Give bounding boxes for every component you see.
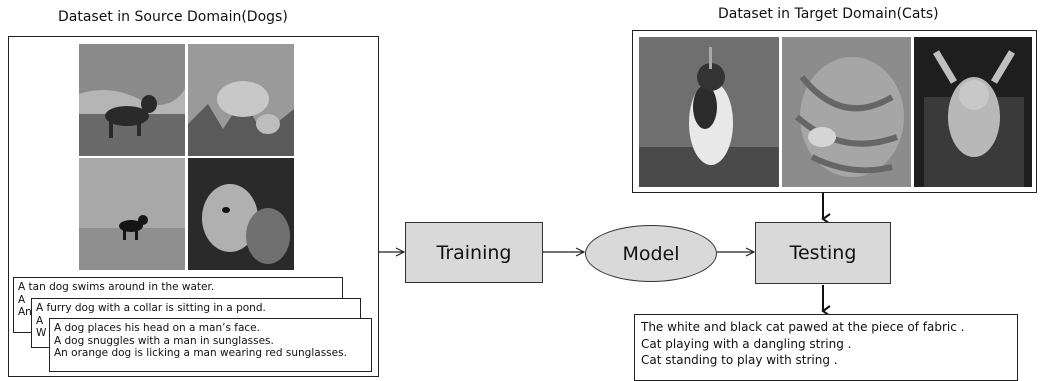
model-label: Model	[622, 242, 680, 265]
testing-label: Testing	[789, 242, 857, 264]
caption-line: A dog places his head on a man’s face.	[54, 322, 260, 334]
generated-caption-line: The white and black cat pawed at the pie…	[641, 320, 965, 334]
caption-line: An orange dog is licking a man wearing r…	[54, 347, 347, 359]
cat-photo-2	[782, 37, 911, 187]
dog-photo-4	[188, 158, 294, 270]
target-dataset-title: Dataset in Target Domain(Cats)	[718, 6, 939, 22]
dog-photo-3	[79, 158, 185, 270]
caption-line: A	[36, 314, 44, 327]
caption-line: An	[18, 306, 32, 318]
training-label: Training	[436, 241, 512, 264]
caption-line: A tan dog swims around in the water.	[18, 281, 215, 293]
caption-line: A furry dog with a collar is sitting in …	[36, 302, 266, 314]
source-dataset-panel: A tan dog swims around in the water. A A…	[8, 36, 379, 377]
generated-captions-box: The white and black cat pawed at the pie…	[634, 314, 1018, 381]
caption-line: W	[36, 327, 47, 339]
caption-box-3: A dog places his head on a man’s face. A…	[49, 318, 372, 372]
dog-photo-2	[188, 44, 294, 156]
generated-caption-line: Cat standing to play with string .	[641, 353, 838, 367]
source-dataset-title: Dataset in Source Domain(Dogs)	[58, 9, 288, 25]
caption-line: A dog snuggles with a man in sunglasses.	[54, 334, 274, 347]
generated-caption-line: Cat playing with a dangling string .	[641, 336, 852, 351]
cat-photo-1	[639, 37, 779, 187]
caption-line: A	[18, 293, 26, 306]
model-ellipse: Model	[585, 225, 717, 282]
testing-box: Testing	[755, 222, 891, 284]
dog-photo-1	[79, 44, 185, 156]
training-box: Training	[405, 222, 543, 283]
cat-photo-3	[914, 37, 1032, 187]
target-dataset-panel	[632, 30, 1037, 193]
